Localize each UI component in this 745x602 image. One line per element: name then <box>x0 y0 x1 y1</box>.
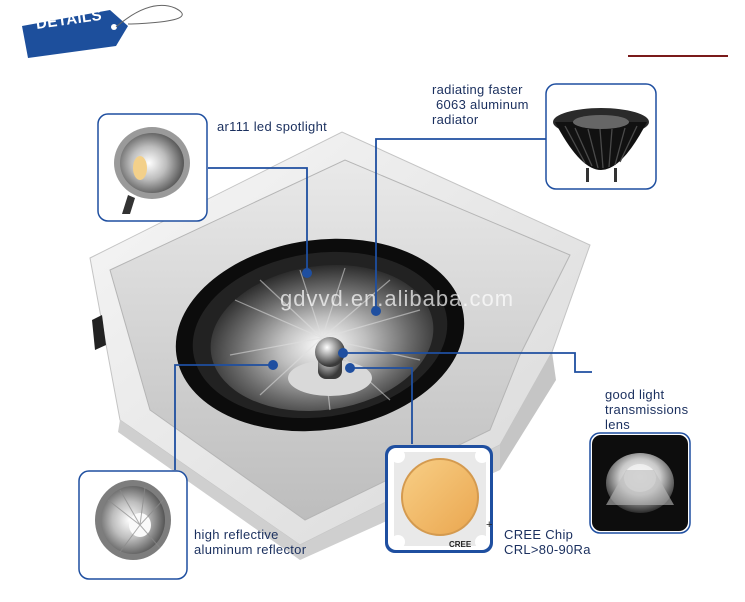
cree-chip-graphic: + <box>385 445 493 553</box>
chip-label: CREE Chip CRL>80-90Ra <box>504 527 591 557</box>
radiator-label: radiating faster 6063 aluminum radiator <box>432 82 529 127</box>
radiator-image <box>545 83 657 190</box>
radiator-label-line-3: radiator <box>432 112 479 127</box>
lens-label-line-1: good light <box>605 387 665 402</box>
spotlight-image <box>97 113 208 222</box>
radiator-label-line-1: radiating faster <box>432 82 523 97</box>
reflector-image <box>78 470 188 580</box>
svg-text:+: + <box>486 519 492 531</box>
spotlight-label: ar111 led spotlight <box>217 119 328 134</box>
lens-image <box>589 432 691 534</box>
details-tag-shape <box>22 4 183 58</box>
divider-line <box>628 55 728 57</box>
lens-label-line-3: lens <box>605 417 631 432</box>
reflector-label: high reflective aluminum reflector <box>194 527 306 557</box>
reflector-label-line-2: aluminum reflector <box>194 542 307 557</box>
lens-label: good light transmissions lens <box>605 387 688 432</box>
center-lens-knob <box>315 337 345 367</box>
chip-label-line-2: CRL>80-90Ra <box>504 542 591 557</box>
chip-brand: CREE <box>449 540 472 549</box>
radiator-label-line-2: 6063 aluminum <box>436 97 529 112</box>
reflector-label-line-1: high reflective <box>194 527 279 542</box>
lens-label-line-2: transmissions <box>605 402 689 417</box>
callout-lines <box>174 138 592 470</box>
chip-label-line-1: CREE Chip <box>504 527 574 542</box>
watermark: gdvvd.en.alibaba.com <box>280 286 515 311</box>
